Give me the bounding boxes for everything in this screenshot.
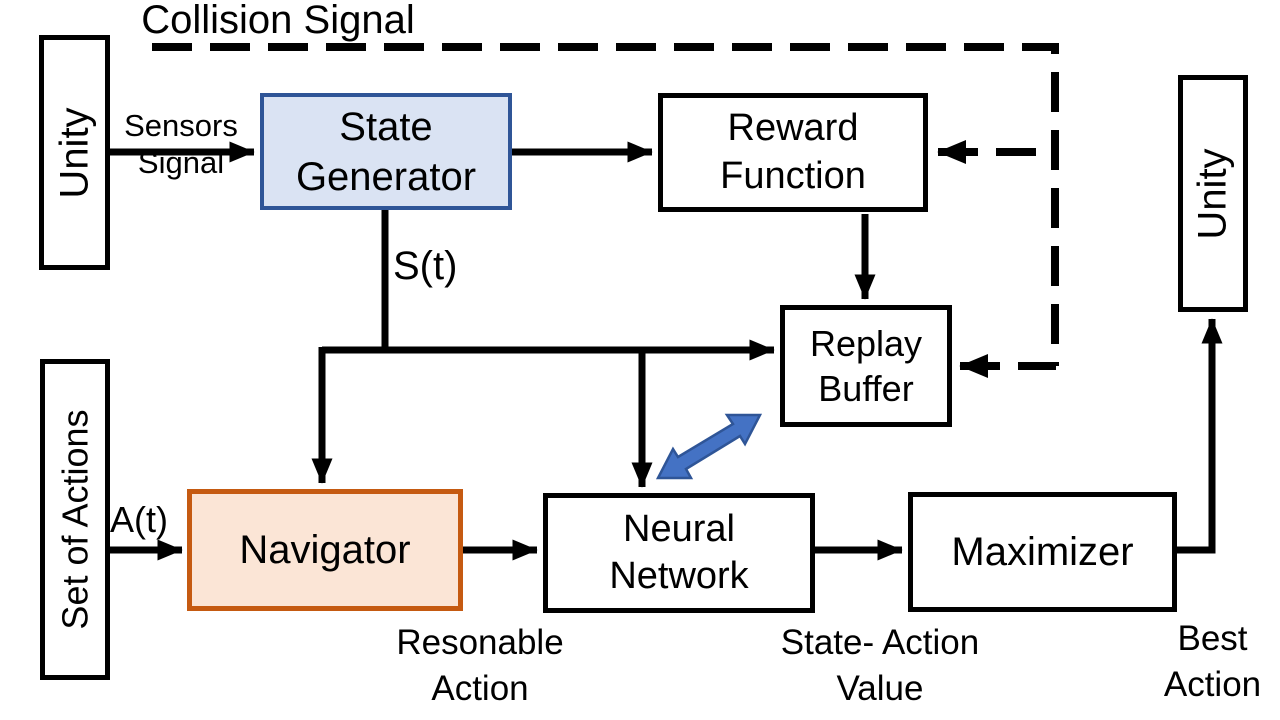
- node-neural-network: Neural Network: [543, 493, 815, 613]
- label-state-signal: S(t): [393, 244, 458, 288]
- node-set-of-actions-label: Set of Actions: [54, 409, 96, 630]
- sync-double-arrow-icon: [655, 413, 763, 480]
- node-unity-left-label: Unity: [52, 106, 97, 199]
- node-replay-buffer: Replay Buffer: [780, 305, 952, 427]
- label-best-action: Best Action: [1163, 619, 1262, 705]
- node-reward-function: Reward Function: [658, 93, 928, 212]
- label-sensors-signal: Sensors Signal: [124, 108, 238, 180]
- label-actions-signal: A(t): [110, 499, 168, 540]
- node-replay-buffer-label: Replay Buffer: [809, 323, 923, 409]
- node-maximizer: Maximizer: [908, 492, 1177, 612]
- node-navigator-label: Navigator: [239, 528, 411, 572]
- label-resonable-action: Resonable Action: [396, 623, 564, 709]
- node-unity-left: Unity: [39, 35, 110, 270]
- label-state-action-value: State- Action Value: [780, 623, 980, 709]
- node-state-generator-label: State Generator: [295, 104, 477, 199]
- label-collision-signal: Collision Signal: [141, 0, 415, 42]
- edge-maximizer-to-unity: [1177, 318, 1223, 554]
- node-maximizer-label: Maximizer: [951, 530, 1134, 574]
- node-state-generator: State Generator: [260, 93, 512, 210]
- node-neural-network-label: Neural Network: [609, 507, 749, 598]
- node-navigator: Navigator: [187, 489, 463, 611]
- edge-collision-signal: [152, 43, 1059, 366]
- node-unity-right-label: Unity: [1191, 147, 1236, 240]
- node-unity-right: Unity: [1178, 75, 1248, 312]
- node-set-of-actions: Set of Actions: [40, 359, 110, 680]
- node-reward-function-label: Reward Function: [720, 107, 866, 197]
